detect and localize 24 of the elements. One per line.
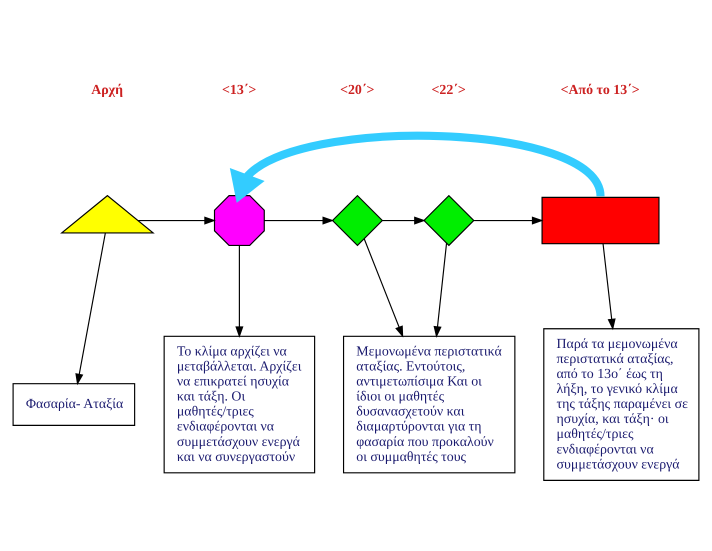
- arrow: [364, 238, 404, 338]
- arrow: [138, 216, 216, 225]
- arrow: [264, 216, 334, 225]
- label: <20΄>: [340, 82, 374, 98]
- node-triangle: [60, 194, 155, 234]
- arrow: [235, 245, 244, 338]
- node-box: Παρά τα μεμονωμένα περιστατικά αταξίας, από το 13ο΄ έως τη λήξη, το γενικό κλίμα της τάξης παραμένει σε ησυχία, και τάξη· οι μαθητές/τριες ενδιαφέρονται να συμμετάσχουν ενεργά: [543, 328, 700, 481]
- label: <13΄>: [222, 82, 256, 98]
- node-box: [541, 196, 660, 244]
- label: <22΄>: [432, 82, 466, 98]
- node-box: Μεμονωμένα περιστατικά αταξίας. Εντούτοις, αντιμετωπίσιμα Και οι ίδιοι οι μαθητές δυσανασχετούν και διαμαρτύρονται για τη φασαρία που προκαλούν οι συμμαθητές τους: [342, 336, 516, 474]
- arrow: [382, 216, 426, 225]
- arrow: [602, 244, 616, 330]
- node-box: Φασαρία- Αταξία: [12, 383, 136, 426]
- arrow: [230, 132, 604, 203]
- label: Αρχή: [91, 82, 123, 98]
- node-octagon: [214, 195, 265, 246]
- node-box: Το κλίμα αρχίζει να μεταβάλλεται. Αρχίζει να επικρατεί ησυχία και τάξη. Οι μαθητές/τριες ενδιαφέρονται να συμμετάσχουν ενεργά και να συνεργαστούν: [164, 336, 316, 474]
- label: <Από το 13΄>: [560, 82, 640, 98]
- node-diamond: [423, 194, 475, 246]
- arrow: [75, 232, 106, 386]
- arrow: [434, 243, 448, 338]
- arrow: [474, 216, 544, 225]
- node-diamond: [332, 194, 384, 246]
